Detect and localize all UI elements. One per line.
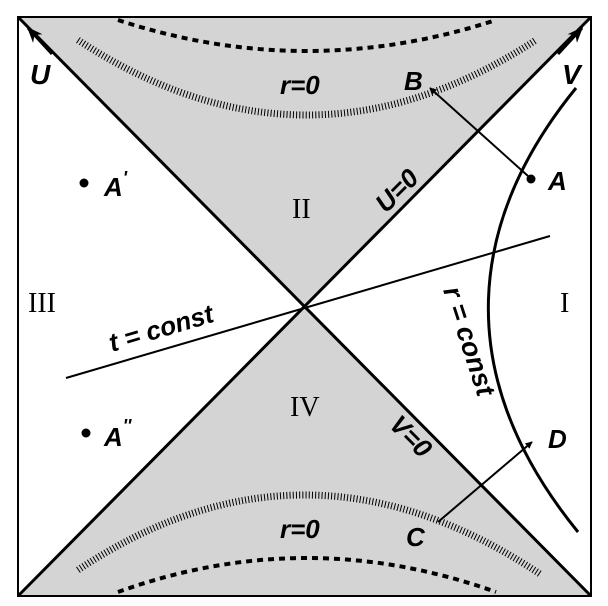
frame: [17, 16, 592, 597]
point-a-dprime-label: A'': [103, 416, 132, 452]
v-axis-arrow: [556, 26, 584, 56]
horizon-v0-line: [17, 16, 592, 597]
arrow-a-to-b: [429, 87, 529, 177]
axis-u-label: U: [30, 59, 51, 90]
point-a-dot: [526, 174, 536, 184]
point-a-prime-dot: [79, 178, 89, 188]
t-const-line: [65, 235, 551, 379]
r0-bottom-label: r=0: [280, 514, 320, 544]
axis-v-label: V: [562, 59, 583, 90]
region-iv-label: IV: [290, 392, 320, 423]
arrow-c-to-d: [437, 441, 533, 523]
point-b-label: B: [404, 66, 423, 96]
point-a-dprime-letter: A: [103, 422, 123, 452]
point-a-prime-letter: A: [103, 172, 123, 202]
singularity-top-dashed: [117, 18, 497, 53]
t-const-label: t = const: [105, 298, 218, 358]
singularity-bottom-dashed: [117, 556, 497, 594]
region-ii-label: II: [292, 194, 311, 225]
u-axis-arrow: [26, 26, 54, 56]
point-c-label: C: [406, 522, 426, 552]
point-a-dprime-mark: '': [123, 416, 132, 436]
r-const-curve: [486, 87, 580, 533]
point-a-prime-mark: ': [123, 168, 128, 188]
point-d-label: D: [548, 424, 567, 454]
point-a-label: A: [547, 166, 567, 196]
region-i-label: I: [560, 288, 569, 319]
point-a-prime-label: A': [103, 168, 128, 202]
r0-top-label: r=0: [280, 70, 320, 100]
singularity-top-hatched: [76, 37, 538, 119]
point-a-dprime-dot: [81, 428, 91, 438]
region-iii-label: III: [28, 288, 56, 319]
singularity-bottom-hatched: [76, 491, 542, 577]
region-ii-shade: [19, 18, 590, 306]
